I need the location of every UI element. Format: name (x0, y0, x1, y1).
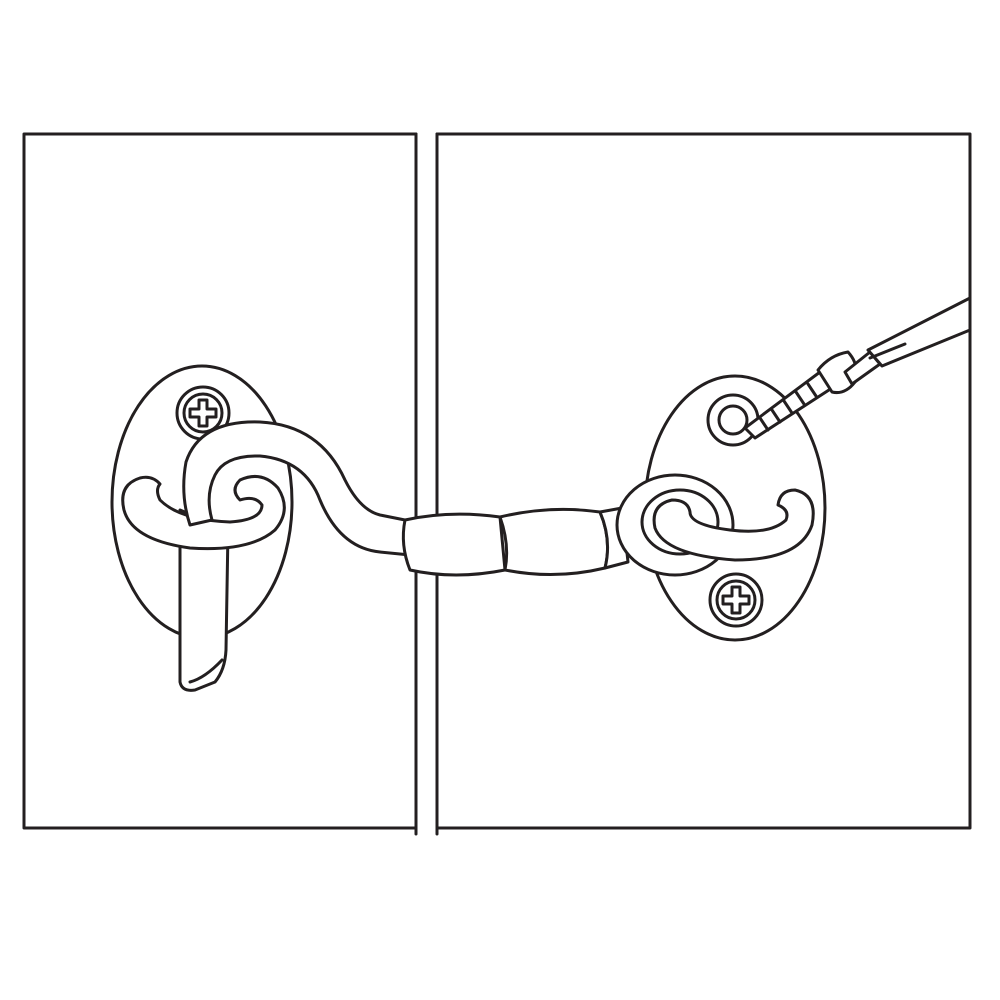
door-gap (414, 132, 439, 836)
left-eye-loop (121, 474, 286, 692)
right-eye-loop (652, 488, 815, 562)
screwdriver-icon (843, 296, 972, 386)
screw-hole-icon (706, 393, 760, 447)
screw-head-icon (708, 572, 764, 628)
hook-barrel (401, 506, 630, 577)
hook-arm (182, 420, 412, 557)
screw-icon (743, 350, 858, 440)
